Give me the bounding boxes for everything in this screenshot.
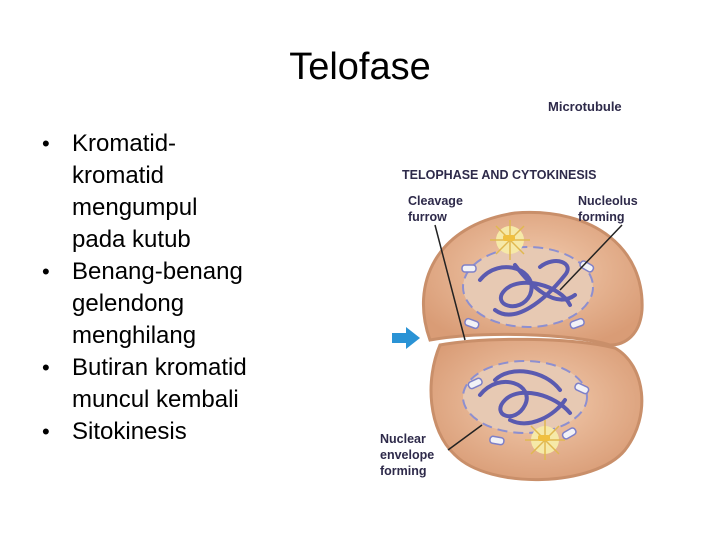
bullet-dot-icon: • <box>42 131 50 156</box>
bullet-line: Butiran kromatid <box>72 354 247 381</box>
upper-nucleus <box>462 246 594 328</box>
slide-title: Telofase <box>289 46 431 88</box>
bullet-line: Kromatid- <box>72 130 177 157</box>
bullet-line: gelendong <box>72 290 185 317</box>
nucleolus-forming-label: Nucleolus forming <box>578 194 641 224</box>
bullet-dot-icon: • <box>42 355 50 380</box>
bullet-line: mengumpul <box>72 194 198 221</box>
bullet-line: Sitokinesis <box>72 418 187 445</box>
label-line: forming <box>380 464 427 478</box>
bullet-line: menghilang <box>72 322 197 349</box>
bullet-dot-icon: • <box>42 419 50 444</box>
bullet-dot-icon: • <box>42 259 50 284</box>
label-line: Nucleolus <box>578 194 638 208</box>
label-line: envelope <box>380 448 434 462</box>
microtubule-label-cut: Microtubule <box>548 99 622 114</box>
bullet-list: • Kromatid- kromatid mengumpul pada kutu… <box>42 128 342 448</box>
nuclear-envelope-label: Nuclear envelope forming <box>380 432 438 478</box>
upper-centrosome-icon <box>490 220 530 260</box>
bullet-line: muncul kembali <box>72 386 239 413</box>
bullet-item: • Sitokinesis <box>42 416 342 448</box>
callout-lines <box>434 224 623 451</box>
label-line: Nuclear <box>380 432 426 446</box>
bullet-item: • Butiran kromatid muncul kembali <box>42 352 342 416</box>
lower-chromatin <box>478 369 572 426</box>
bullet-line: Benang-benang <box>72 258 243 285</box>
bullet-item: • Benang-benang gelendong menghilang <box>42 256 342 352</box>
cleavage-furrow-label: Cleavage furrow <box>408 194 466 224</box>
label-line: furrow <box>408 210 447 224</box>
upper-chromatin <box>478 259 577 317</box>
blue-arrow-icon <box>392 327 420 349</box>
lower-centrosome-icon <box>525 420 565 460</box>
bullet-line: pada kutub <box>72 226 191 253</box>
figure-heading: TELOPHASE AND CYTOKINESIS <box>402 168 596 182</box>
bullet-item: • Kromatid- kromatid mengumpul pada kutu… <box>42 128 342 256</box>
telophase-figure: Microtubule TELOPHASE AND CYTOKINESIS <box>380 99 644 482</box>
label-line: forming <box>578 210 625 224</box>
bullet-line: kromatid <box>72 162 165 189</box>
label-line: Cleavage <box>408 194 463 208</box>
